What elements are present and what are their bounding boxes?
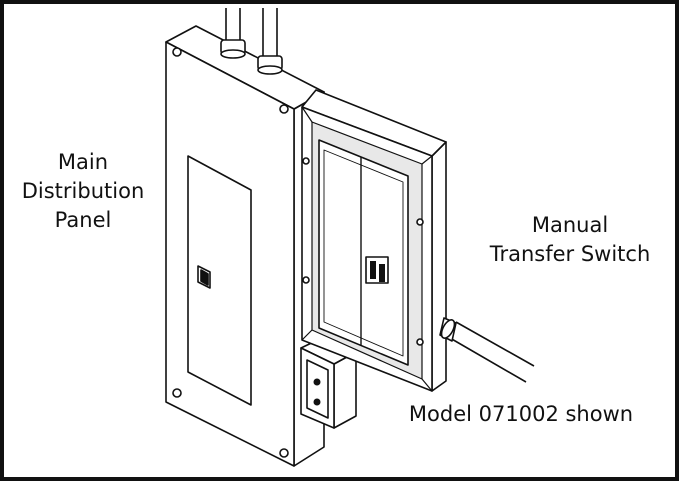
transfer-switch-side [431,141,447,392]
screw-icon [172,388,182,398]
conduit-fitting-icon [220,39,246,59]
screw-icon [279,104,289,114]
manual-transfer-switch [301,89,447,392]
conduit-pipes-top [225,8,278,60]
main-panel-inner-door [187,155,252,406]
screw-icon [302,157,310,165]
outlet-icon [313,378,321,406]
label-line: Panel [54,208,112,232]
label-line: Manual [531,213,609,237]
screw-icon [279,448,289,458]
label-line: Transfer Switch [489,242,651,266]
screw-icon [416,338,424,346]
label-main-distribution-panel: Main Distribution Panel [8,148,158,235]
conduit-fitting-icon [439,317,457,342]
label-manual-transfer-switch: Manual Transfer Switch [470,211,670,269]
screw-icon [416,218,424,226]
screw-icon [172,47,182,57]
transfer-switch-door [318,139,409,366]
label-model-note: Model 071002 shown [408,402,634,426]
conduit-side-exit [439,317,535,383]
transfer-switch-handle [365,256,389,284]
installation-illustration [165,8,535,467]
label-line: Main [57,150,109,174]
conduit-fitting-icon [257,55,283,75]
screw-icon [302,276,310,284]
label-line: Distribution [21,179,145,203]
main-panel-latch [197,265,211,289]
